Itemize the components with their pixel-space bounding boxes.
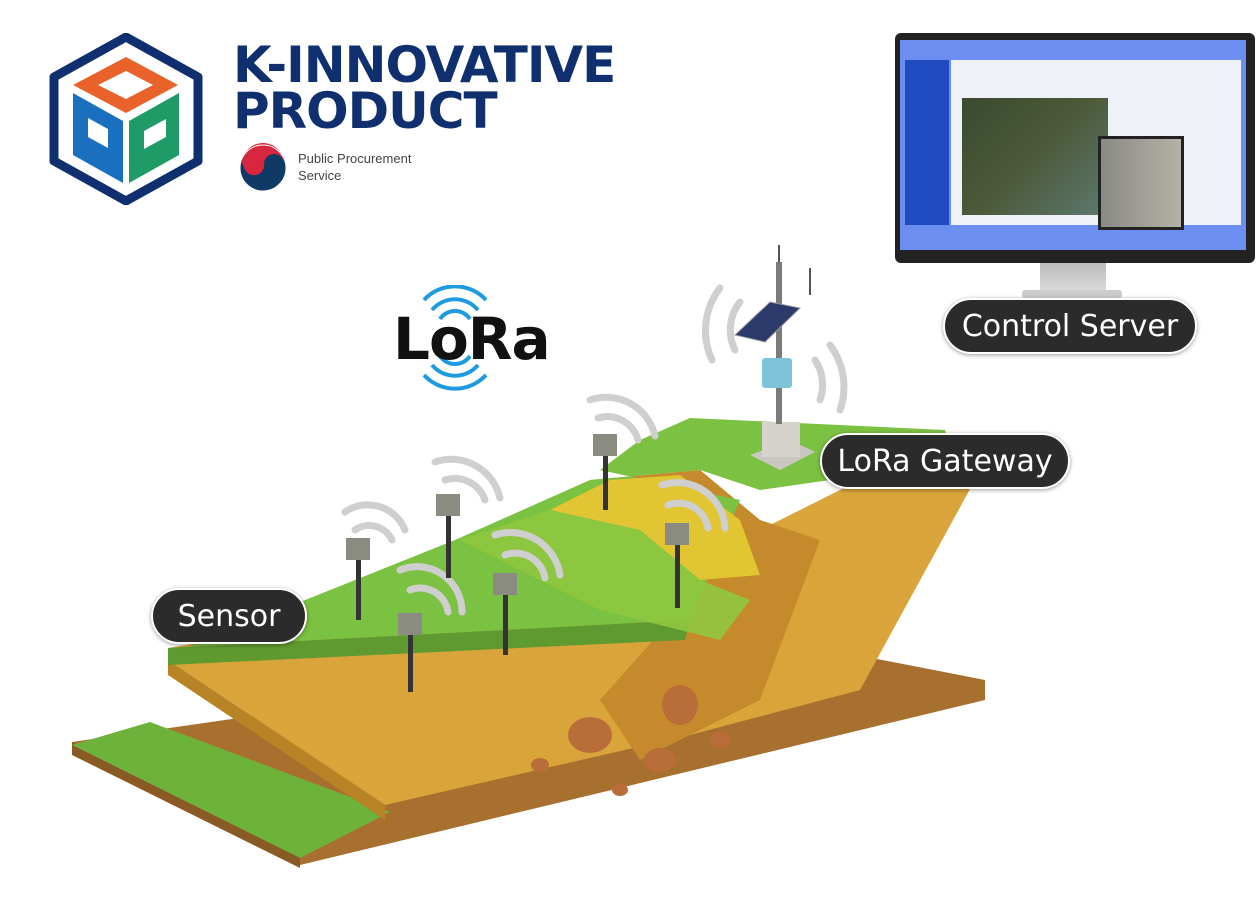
slump-block-1 xyxy=(550,475,760,580)
sensor-4 xyxy=(493,573,517,655)
pps-emblem-icon xyxy=(239,143,287,192)
lora-gateway-tower xyxy=(733,245,815,470)
sensor-2 xyxy=(436,494,460,578)
control-server-label: Control Server xyxy=(943,298,1197,354)
slope-terrain-illustration xyxy=(72,245,985,868)
sensor-1 xyxy=(346,538,370,620)
lora-gateway-label: LoRa Gateway xyxy=(820,433,1070,489)
camera-view xyxy=(1098,136,1184,230)
agency-line2: Service xyxy=(298,168,342,183)
logo-title-line1: K-INNOVATIVE xyxy=(233,36,616,94)
monitor-base xyxy=(1022,290,1122,298)
map-view xyxy=(962,98,1108,215)
lora-signal-icon xyxy=(422,285,488,391)
logo-title-line2: PRODUCT xyxy=(233,82,498,140)
rocks xyxy=(531,685,730,796)
sensor-signal-waves xyxy=(341,284,848,616)
agency-name: Public Procurement Service xyxy=(298,150,411,184)
sensor-6 xyxy=(665,523,689,608)
lower-grass xyxy=(72,722,390,858)
sensor-3 xyxy=(593,434,617,510)
sensor-label: Sensor xyxy=(151,588,307,644)
sensor-5 xyxy=(398,613,422,692)
dashboard-sidebar xyxy=(905,60,949,225)
sensors xyxy=(346,434,689,692)
lora-logo-text: LoRa xyxy=(393,305,551,373)
monitor-screen xyxy=(900,40,1246,250)
monitor-stand xyxy=(1040,263,1106,293)
kip-logo-icon xyxy=(49,33,203,205)
control-server-monitor xyxy=(895,33,1255,263)
agency-line1: Public Procurement xyxy=(298,151,412,166)
